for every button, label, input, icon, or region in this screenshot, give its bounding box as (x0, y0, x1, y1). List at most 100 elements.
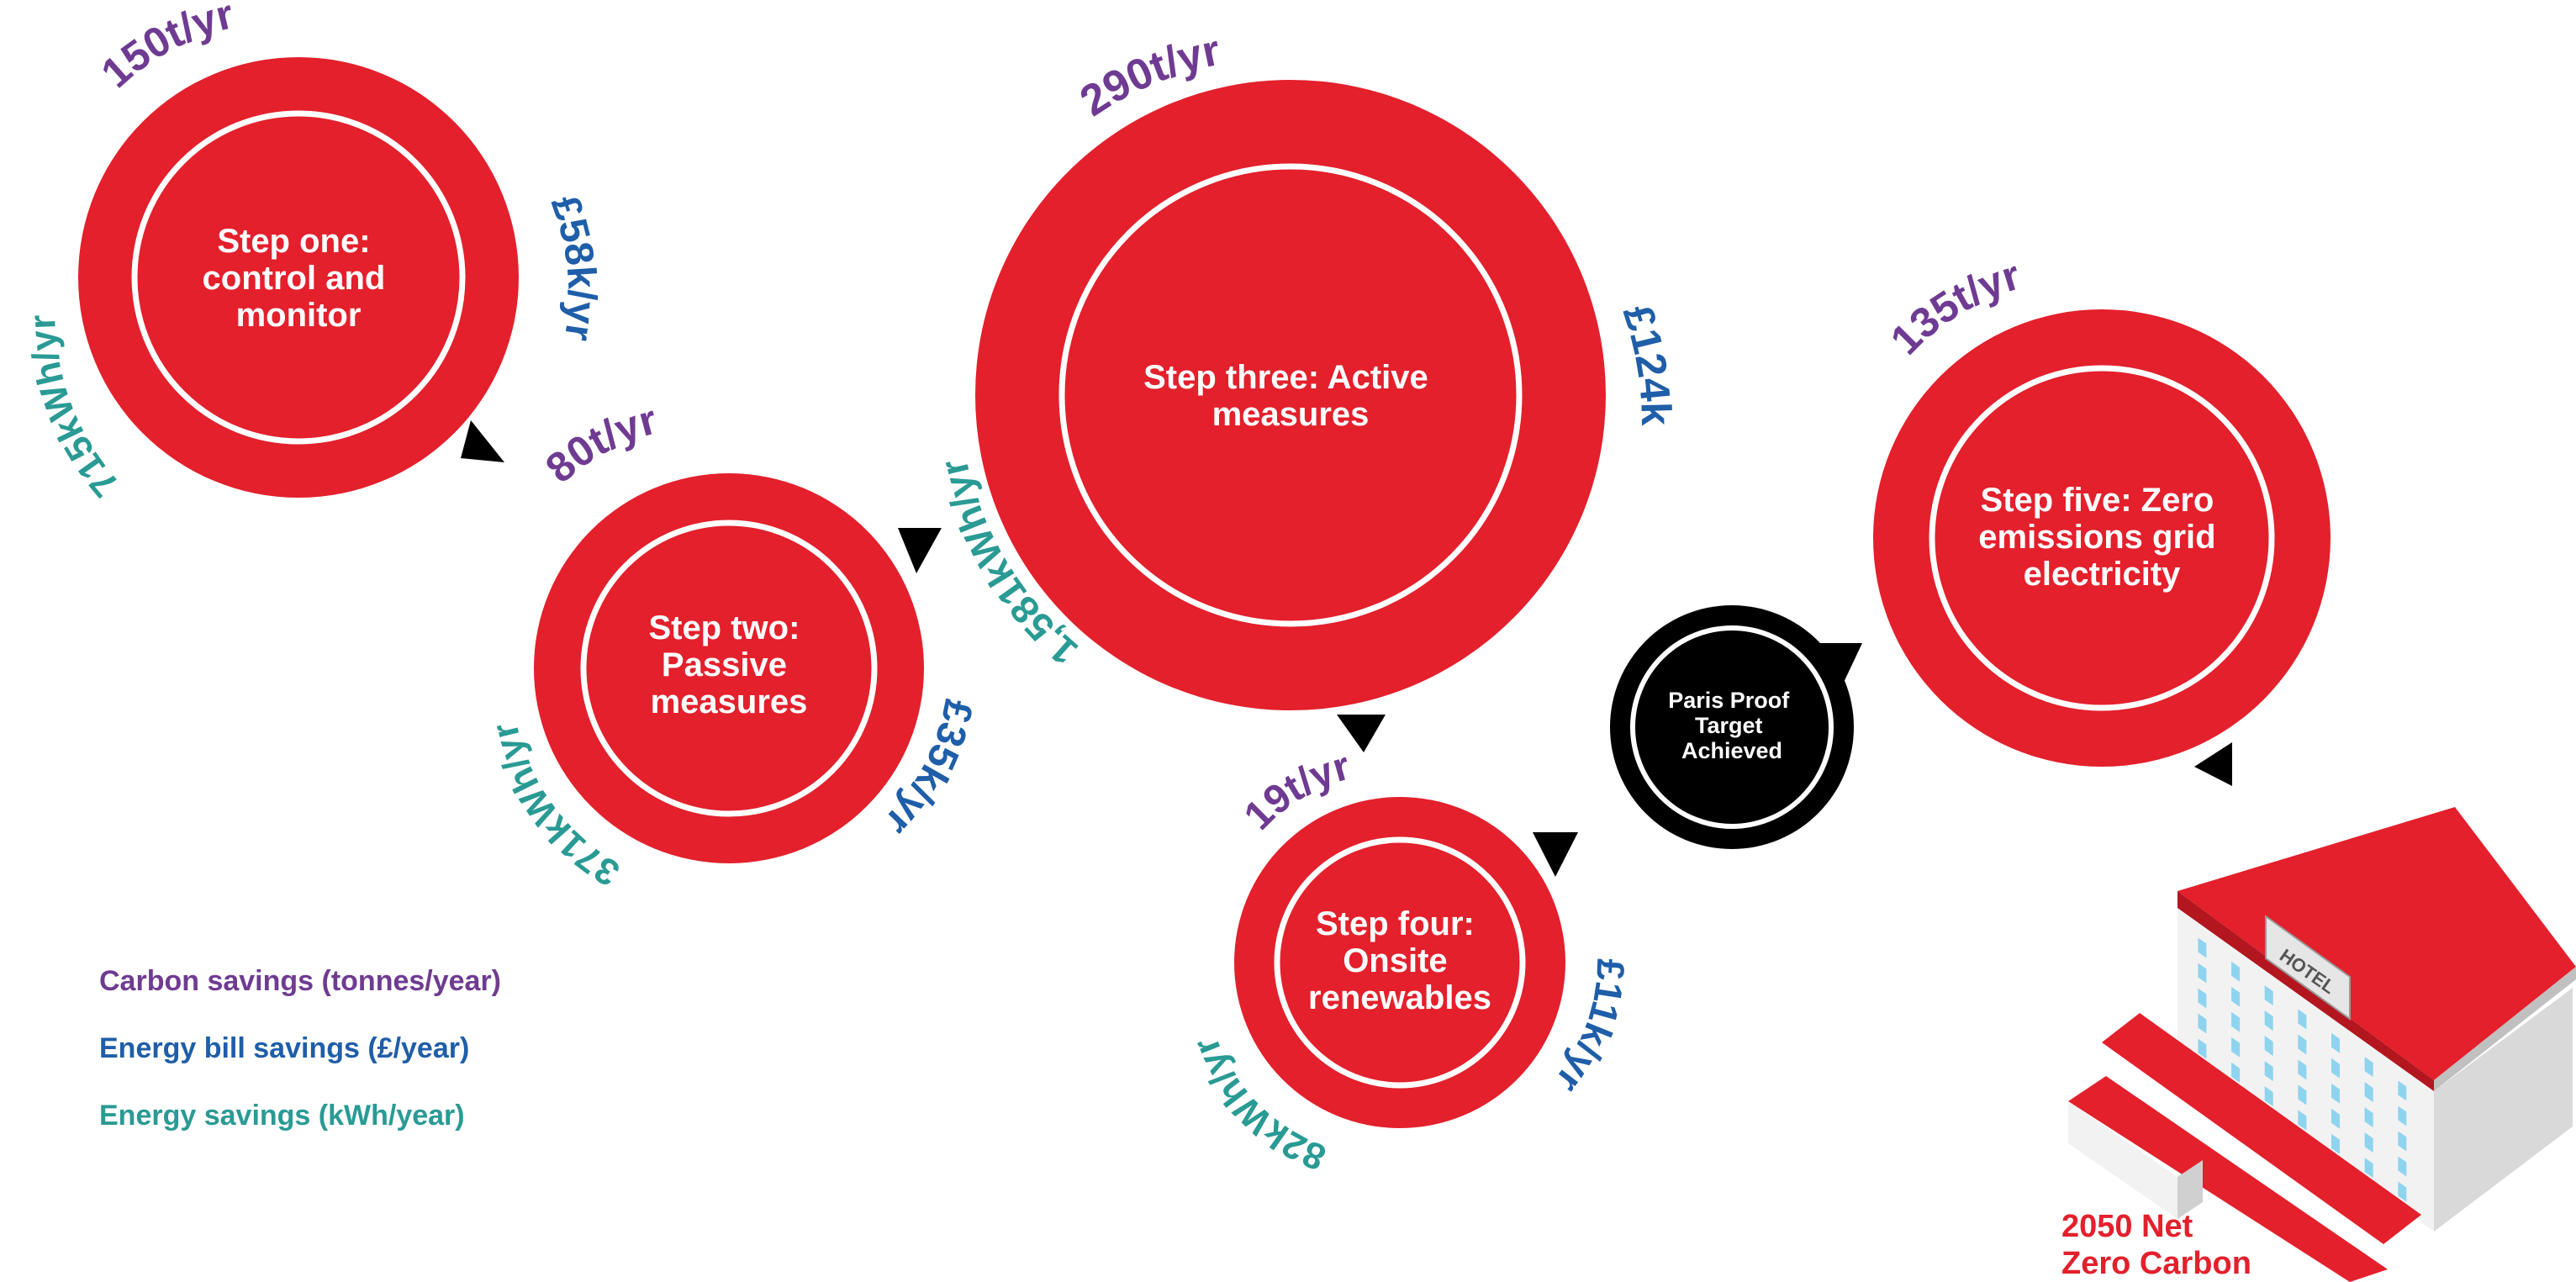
annex-block-side (2177, 1160, 2203, 1219)
canopy-wing-top (2102, 1013, 2421, 1244)
step-four-label-line-2: Onsite (1343, 942, 1447, 979)
building-window (2364, 1082, 2373, 1103)
building-window (2198, 988, 2207, 1009)
building-window (2298, 1084, 2307, 1105)
step-one-disc (78, 57, 519, 498)
step-one-label-line-3: monitor (236, 297, 362, 334)
step-five-disc (1873, 309, 2331, 767)
step-three-label-line-2: measures (1212, 396, 1370, 433)
building-window (2364, 1158, 2373, 1179)
building-window (2231, 986, 2241, 1007)
step-four-ring (1274, 836, 1526, 1089)
building-window (2198, 963, 2207, 984)
final-target-line-1: 2050 Net (2061, 1209, 2193, 1244)
building-window (2364, 1107, 2373, 1128)
building-roof-parapet (2177, 891, 2434, 1091)
arrow-step-two-to-three (898, 528, 942, 573)
step-two-carbon-saving: 80t/yr (536, 396, 661, 492)
milestone-ring (1630, 625, 1834, 829)
building-window (2398, 1131, 2407, 1152)
building-window (2264, 1036, 2273, 1057)
svg-text:Step one: control and: Step one: control and monitor (203, 223, 395, 334)
step-four-disc (1234, 797, 1565, 1128)
building-window (2198, 1013, 2207, 1034)
step-three-disc (975, 80, 1606, 710)
step-two-label-line-1: Step two: (648, 609, 800, 646)
legend-carbon-savings: Carbon savings (tonnes/year) (99, 965, 502, 997)
building-right-face (2434, 988, 2573, 1232)
canopy-wing-lower (2068, 1076, 2388, 1282)
building-window (2198, 1038, 2207, 1059)
building-roof (2177, 807, 2576, 1080)
building-window (2198, 937, 2207, 958)
step-three-label-line-1: Step three: Active (1143, 359, 1428, 396)
step-two-label-line-2: Passive (662, 646, 787, 683)
step-five-label-line-1: Step five: Zero (1981, 482, 2214, 519)
step-four-label-line-3: renewables (1308, 979, 1491, 1016)
paris-proof-milestone: Paris Proof Target Achieved (1610, 605, 1854, 849)
building-window (2231, 1011, 2241, 1032)
building-window (2298, 1059, 2307, 1080)
milestone-label-line-3: Achieved (1681, 738, 1782, 763)
building-window (2398, 1156, 2407, 1177)
step-one-label-line-1: Step one: (217, 223, 370, 260)
annex-block (2068, 1101, 2177, 1219)
svg-text:Step five: Zero emission: Step five: Zero emissions grid electrici… (1978, 482, 2225, 593)
building-window (2331, 1133, 2340, 1154)
final-target-line-2: Zero Carbon (2061, 1246, 2251, 1281)
svg-text:£124k: £124k (1614, 299, 1680, 426)
building-window (2264, 985, 2273, 1006)
step-two-ring (580, 520, 878, 817)
hotel-building-icon: HOTEL (2068, 807, 2576, 1282)
arrow-step-three-to-four (1337, 715, 1386, 752)
building-window (2231, 1062, 2241, 1083)
building-window (2298, 1110, 2307, 1131)
hotel-sign-board (2265, 915, 2351, 1021)
svg-text:£58k/yr: £58k/yr (542, 190, 604, 344)
milestone-label-line-1: Paris Proof (1668, 688, 1790, 713)
step-five-label-line-3: electricity (2024, 556, 2182, 593)
building-window (2331, 1108, 2340, 1129)
arrow-step-one-to-two (461, 420, 504, 462)
building-roof-parapet-side (2434, 967, 2576, 1091)
milestone-disc (1610, 605, 1854, 849)
step-two-node: Step two: Passive measures 80t/yr £35k/y… (484, 396, 981, 894)
building-window (2264, 1061, 2273, 1082)
arrow-step-four-to-milestone (1533, 832, 1578, 877)
step-one-node: Step one: control and monitor 150t/yr £5… (22, 0, 604, 504)
arrow-step-five-to-building (2194, 742, 2232, 786)
building-window (2231, 1037, 2241, 1058)
final-target-caption: 2050 Net Zero Carbon (2061, 1208, 2251, 1282)
step-five-ring (1929, 365, 2275, 711)
step-four-node: Step four: Onsite renewables 19t/yr £11k… (1185, 744, 1634, 1179)
building-window (2398, 1105, 2407, 1126)
step-one-ring (131, 110, 466, 445)
building-window (2398, 1181, 2407, 1202)
building-window (2331, 1058, 2340, 1079)
step-three-bill-saving: £124k (1614, 299, 1680, 426)
building-window (2331, 1083, 2340, 1104)
step-five-node: Step five: Zero emissions grid electrici… (1873, 251, 2331, 767)
step-three-node: Step three: Active measures 290t/yr £124… (932, 26, 1680, 710)
step-two-disc (534, 473, 924, 863)
svg-text:Paris Proof Target: Paris Proof Target Achieved (1668, 688, 1796, 763)
building-window (2231, 961, 2241, 982)
svg-text:Step four: Onsite: Step four: Onsite renewables (1308, 905, 1491, 1016)
svg-text:Step two: Passive: Step two: Passive measures (648, 609, 809, 720)
milestone-label-line-2: Target (1695, 713, 1763, 738)
building-window (2298, 1009, 2307, 1030)
building-windows (2198, 937, 2407, 1202)
step-four-label-line-1: Step four: (1316, 905, 1475, 942)
legend-bill-savings: Energy bill savings (£/year) (99, 1032, 470, 1064)
step-one-bill-saving: £58k/yr (542, 190, 604, 344)
arrow-milestone-to-step-five (1818, 643, 1862, 688)
building-window (2364, 1132, 2373, 1153)
step-five-label-line-2: emissions grid (1978, 519, 2215, 556)
step-two-label-line-3: measures (651, 683, 808, 720)
building-window (2331, 1032, 2340, 1053)
svg-text:80t/yr: 80t/yr (536, 396, 661, 492)
building-window (2264, 1010, 2273, 1031)
building-window (2298, 1034, 2307, 1055)
building-window (2398, 1080, 2407, 1101)
